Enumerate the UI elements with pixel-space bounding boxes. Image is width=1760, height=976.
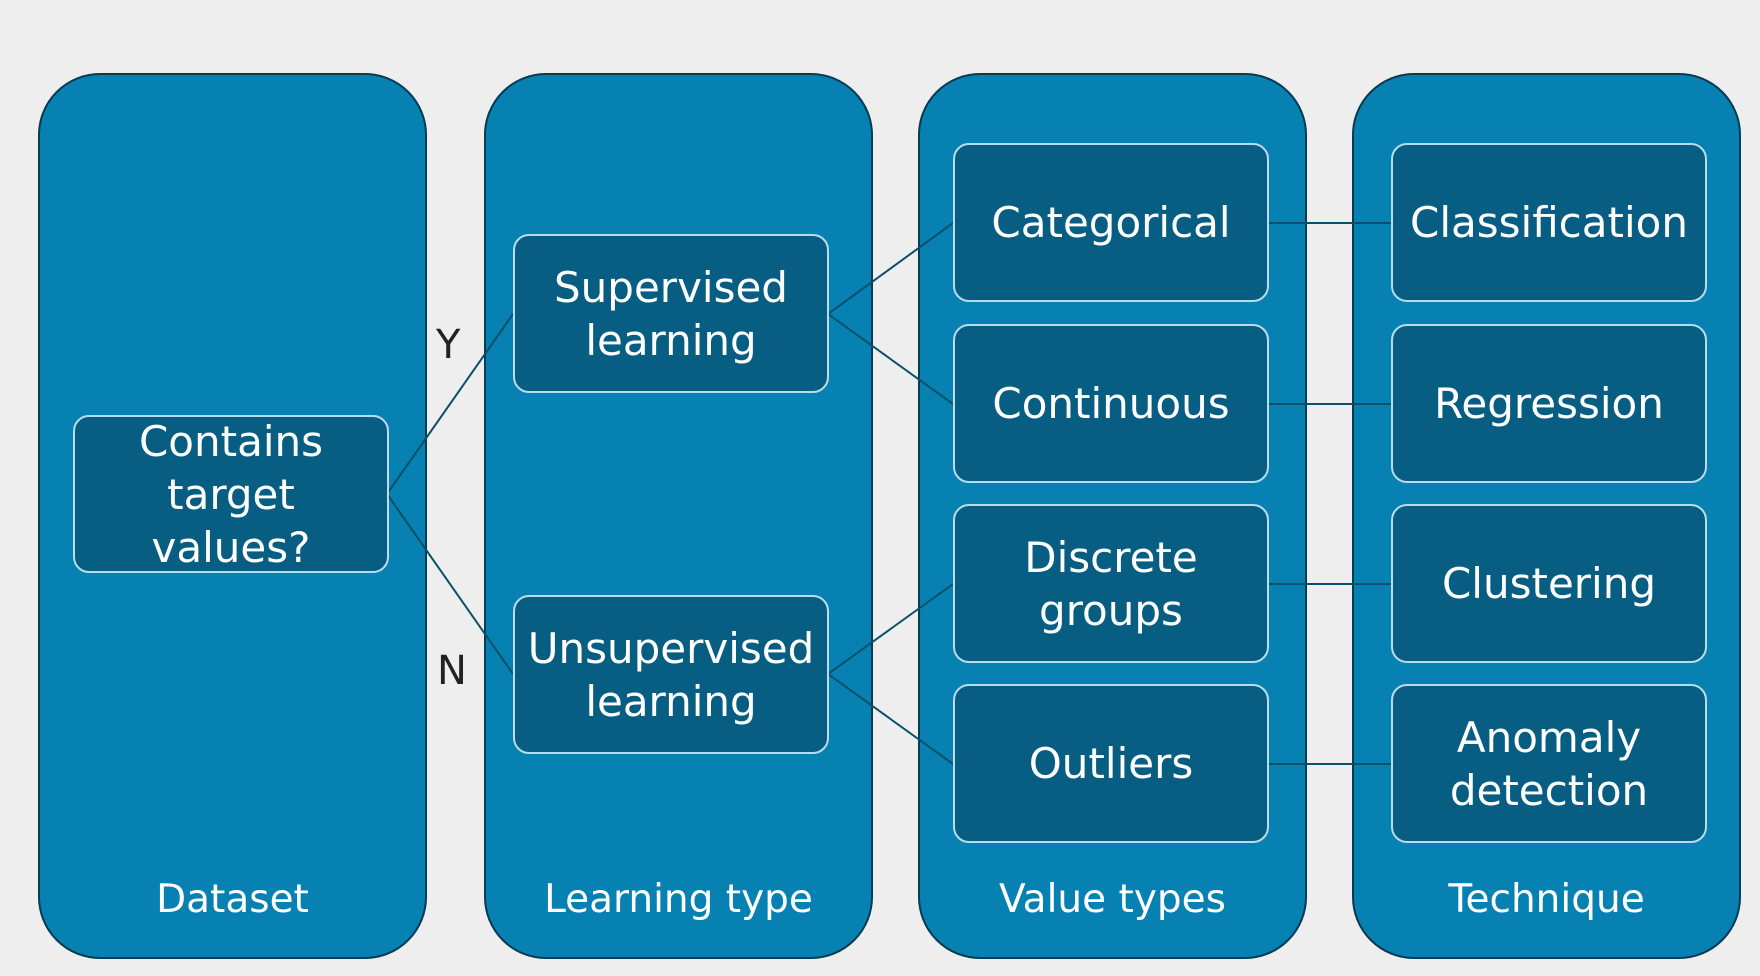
column-title-value-types: Value types — [999, 877, 1226, 922]
edge-label-no: N — [437, 648, 467, 694]
column-learning-type: Learning type — [484, 73, 873, 959]
node-continuous: Continuous — [953, 324, 1269, 483]
node-outliers: Outliers — [953, 684, 1269, 843]
edge-label-yes: Y — [436, 322, 461, 368]
node-supervised-learning: Supervised learning — [513, 234, 829, 393]
column-title-dataset: Dataset — [156, 877, 309, 922]
node-classification: Classification — [1391, 143, 1707, 302]
column-title-learning-type: Learning type — [544, 877, 813, 922]
node-unsupervised-learning: Unsupervised learning — [513, 595, 829, 754]
node-categorical: Categorical — [953, 143, 1269, 302]
node-clustering: Clustering — [1391, 504, 1707, 663]
column-title-technique: Technique — [1448, 877, 1645, 922]
node-discrete-groups: Discrete groups — [953, 504, 1269, 663]
node-anomaly-detection: Anomaly detection — [1391, 684, 1707, 843]
node-contains-target-values: Contains target values? — [73, 415, 389, 573]
node-regression: Regression — [1391, 324, 1707, 483]
